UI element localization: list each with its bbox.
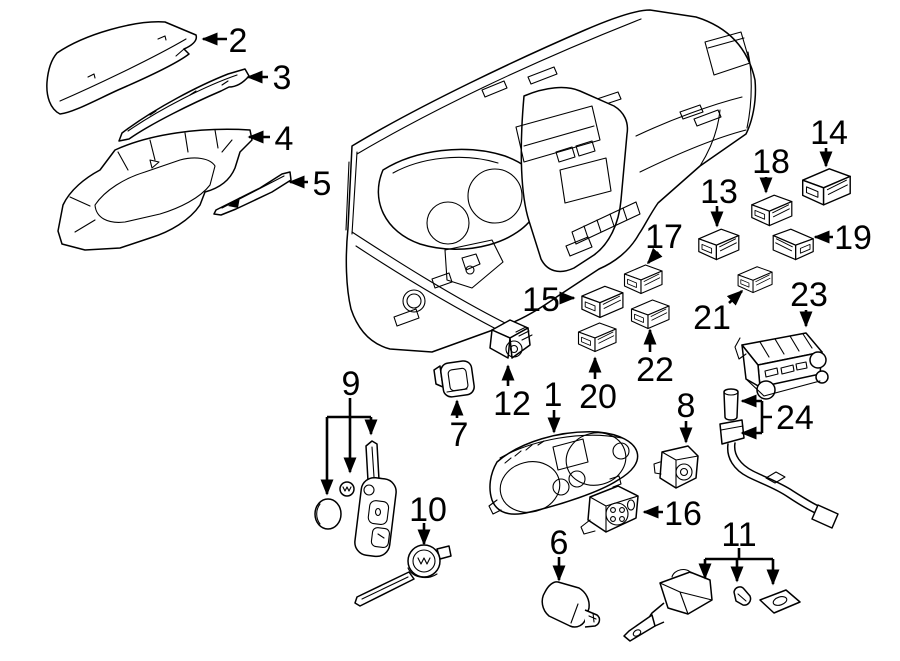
callout-number[interactable]: 2 (229, 22, 248, 60)
callout-number[interactable]: 18 (752, 143, 790, 181)
callout-15[interactable]: 15 (522, 281, 576, 319)
part-15-switch (581, 285, 624, 319)
callout-number[interactable]: 3 (273, 59, 292, 97)
callout-bracket (760, 401, 772, 433)
callout-4[interactable]: 4 (247, 120, 294, 158)
callout-24[interactable]: 24 (740, 394, 814, 440)
part-4-cluster-housing (57, 128, 253, 251)
part-8-sensor (653, 445, 699, 489)
callout-number[interactable]: 6 (550, 524, 569, 562)
part-1-instrument-cluster (488, 431, 639, 515)
dashboard-assembly (345, 9, 757, 353)
part-3-trim-strip (118, 68, 250, 142)
callout-number[interactable]: 24 (776, 399, 814, 437)
callout-13[interactable]: 13 (700, 173, 738, 228)
callout-5[interactable]: 5 (288, 165, 332, 203)
part-21-switch (737, 266, 773, 294)
callout-number[interactable]: 10 (409, 491, 447, 529)
callout-17[interactable]: 17 (645, 218, 683, 265)
callout-number[interactable]: 23 (790, 276, 828, 314)
callout-number[interactable]: 14 (810, 114, 848, 152)
part-6-bulb-socket (541, 581, 601, 628)
callout-number[interactable]: 20 (579, 378, 617, 416)
callout-number[interactable]: 9 (342, 365, 361, 403)
callout-18[interactable]: 18 (752, 143, 790, 194)
part-5-lower-trim-strip (213, 171, 292, 216)
callout-19[interactable]: 19 (813, 219, 872, 257)
part-22-switch (630, 299, 670, 330)
callout-number[interactable]: 15 (522, 281, 560, 319)
part-24-bulb-and-harness (719, 388, 839, 529)
callout-number[interactable]: 12 (493, 385, 531, 423)
callout-arrow (726, 289, 744, 306)
callout-14[interactable]: 14 (810, 114, 848, 168)
callout-number[interactable]: 5 (313, 165, 332, 203)
part-7-switch (433, 360, 475, 398)
callout-number[interactable]: 22 (636, 351, 674, 389)
part-17-switch (623, 264, 663, 295)
callout-20[interactable]: 20 (579, 356, 617, 416)
callout-3[interactable]: 3 (246, 59, 292, 97)
part-12-switch (489, 319, 533, 359)
callout-number[interactable]: 8 (677, 387, 696, 425)
callout-arrow (646, 247, 663, 265)
part-9-remote-key-set (314, 440, 397, 558)
callout-8[interactable]: 8 (677, 387, 696, 444)
callout-number[interactable]: 7 (450, 416, 469, 454)
part-16-headlight-switch (580, 485, 639, 535)
part-10-valet-key (354, 544, 452, 607)
callout-number[interactable]: 16 (664, 495, 702, 533)
callout-number[interactable]: 4 (275, 120, 294, 158)
callout-21[interactable]: 21 (693, 289, 744, 337)
part-19-switch (772, 228, 814, 261)
callout-2[interactable]: 2 (201, 22, 248, 60)
callout-number[interactable]: 21 (693, 299, 731, 337)
part-23-climate-control (734, 332, 829, 400)
callout-number[interactable]: 1 (544, 376, 563, 414)
callout-23[interactable]: 23 (790, 276, 828, 328)
callout-6[interactable]: 6 (550, 524, 569, 582)
part-20-switch-blank (577, 322, 617, 353)
callout-1[interactable]: 1 (544, 376, 563, 434)
callout-10[interactable]: 10 (409, 491, 447, 546)
part-11-ignition-lock-set (623, 568, 801, 642)
callout-number[interactable]: 11 (721, 516, 756, 554)
callout-11[interactable]: 11 (698, 516, 780, 586)
callout-12[interactable]: 12 (493, 364, 531, 423)
part-14-switch (801, 168, 851, 206)
callout-number[interactable]: 19 (834, 219, 872, 257)
callout-22[interactable]: 22 (636, 328, 674, 389)
part-2-dash-top-pad (46, 21, 198, 115)
part-13-switch (698, 228, 740, 261)
callout-9[interactable]: 9 (320, 365, 378, 496)
callout-number[interactable]: 17 (645, 218, 683, 256)
callout-7[interactable]: 7 (450, 399, 469, 454)
part-18-switch (751, 194, 793, 227)
callout-16[interactable]: 16 (642, 495, 702, 533)
callout-number[interactable]: 13 (700, 173, 738, 211)
